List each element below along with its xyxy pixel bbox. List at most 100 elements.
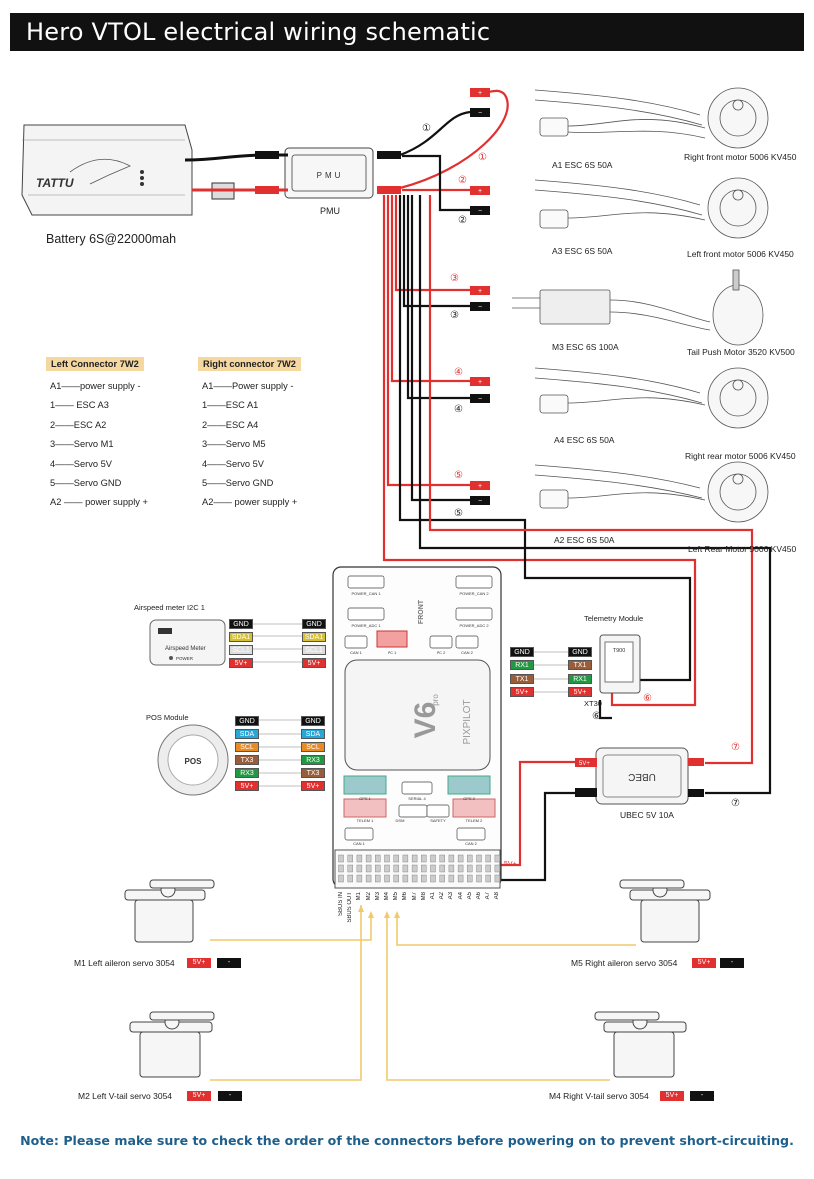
rail-pin: [421, 854, 427, 863]
fc-port-labels: POWER_CAN 1 POWER_CAN 2 POWER_ADC 1 POWE…: [350, 591, 489, 846]
rail-pin: [384, 874, 390, 883]
airspeed-pin-5v-l: 5V+: [229, 658, 253, 668]
circle-1a: ①: [422, 123, 431, 134]
rail-pin: [356, 874, 363, 883]
right-table-row: A2—— power supply +: [202, 497, 298, 508]
servo-label-m1: M1 Left aileron servo 3054: [74, 958, 175, 968]
telemetry-pin-r: TX1: [568, 660, 592, 670]
telemetry-pin-r: GND: [568, 647, 592, 657]
rail-pin: [393, 854, 399, 863]
esc-label-a3: A3 ESC 6S 50A: [552, 246, 613, 256]
pos-pin-l: GND: [235, 716, 259, 726]
motor-label-a4: Right rear motor 5006 KV450: [685, 451, 796, 461]
pos-pin-r: SCL: [301, 742, 325, 752]
rail-pin: [347, 874, 353, 883]
svg-text:+: +: [478, 188, 482, 195]
rail-pin: [356, 864, 363, 873]
esc-label-a1: A1 ESC 6S 50A: [552, 160, 613, 170]
right-connector-table: Right connector 7W2 A1——Power supply - 1…: [198, 357, 301, 513]
airspeed-pin-scl1-l: SCL1: [229, 645, 253, 655]
rail-pin: [476, 874, 482, 883]
pos-pin-l: SCL: [235, 742, 259, 752]
rail-pin: [338, 874, 344, 883]
telemetry-pin-l: GND: [510, 647, 534, 657]
pos-device: POS: [157, 724, 229, 796]
circle-2b: ②: [458, 215, 467, 226]
pos-pin-r: RX3: [301, 755, 325, 765]
airspeed-pin-scl1-r: SCL1: [302, 645, 326, 655]
circle-6a: ⑥: [643, 693, 652, 704]
servo-m2-5v: 5V+: [187, 1091, 211, 1101]
circle-3a: ③: [450, 273, 459, 284]
servo-m4-gnd: -: [690, 1091, 714, 1101]
svg-text:SAFETY: SAFETY: [430, 818, 446, 823]
rail-pin: [347, 854, 353, 863]
motor-label-a1: Right front motor 5006 KV450: [684, 152, 797, 162]
rail-pin: [430, 864, 436, 873]
esc-terminal-signs: +− +− +− +− +−: [478, 90, 482, 505]
pos-title: POS Module: [146, 713, 189, 722]
flight-controller: V6 pro PIXPILOT FRONT: [332, 566, 502, 889]
rail-pin: [467, 874, 473, 883]
esc-motor-drawings: [512, 87, 769, 523]
title-bar: Hero VTOL electrical wiring schematic: [10, 13, 804, 51]
rail-pin: [494, 864, 501, 873]
airspeed-pin-5v-r: 5V+: [302, 658, 326, 668]
pos-pin-r: 5V+: [301, 781, 325, 791]
airspeed-power-label: POWER: [176, 656, 194, 661]
pos-pin-l: RX3: [235, 768, 259, 778]
telemetry-pin-l: 5V+: [510, 687, 534, 697]
left-table-row: A2 —— power supply +: [50, 497, 148, 508]
circle-5b: ⑤: [454, 508, 463, 519]
battery: TATTU: [21, 124, 235, 216]
rail-pin: [457, 874, 464, 883]
rail-label: A1: [430, 892, 436, 900]
pos-pin-r: SDA: [301, 729, 325, 739]
left-connector-table: Left Connector 7W2 A1——power supply - 1—…: [46, 357, 148, 513]
esc-label-m3: M3 ESC 6S 100A: [552, 342, 619, 352]
pos-pin-l: 5V+: [235, 781, 259, 791]
servo-drawings: [124, 879, 711, 1078]
rail-pin: [485, 864, 491, 873]
svg-text:POWER_CAN 1: POWER_CAN 1: [351, 591, 381, 596]
telemetry-pin-l: RX1: [510, 660, 534, 670]
svg-text:SERIAL 4: SERIAL 4: [408, 796, 426, 801]
servo-m4-5v: 5V+: [660, 1091, 684, 1101]
right-table-header: Right connector 7W2: [198, 357, 301, 371]
telemetry-title: Telemetry Module: [584, 614, 644, 623]
fc-brand: PIXPILOT: [462, 699, 473, 744]
circle-3b: ③: [450, 310, 459, 321]
rail-pin: [375, 864, 381, 873]
svg-text:−: −: [478, 396, 482, 403]
rail-label: SBUS OUT: [347, 892, 354, 923]
ubec-device: UBEC: [575, 747, 704, 805]
rail-pin: [365, 854, 372, 863]
pmu: PMU: [284, 147, 374, 199]
rail-pin: [338, 854, 344, 863]
rail-pin: [402, 874, 409, 883]
circle-5a: ⑤: [454, 470, 463, 481]
rail-label: M8: [420, 892, 427, 901]
motor-label-a3: Left front motor 5006 KV450: [687, 249, 794, 259]
svg-text:−: −: [478, 498, 482, 505]
rail-label: M3: [374, 892, 381, 901]
airspeed-pin-gnd-l: GND: [229, 619, 253, 629]
left-table-row: 3——Servo M1: [50, 439, 114, 450]
right-table-row: 5——Servo GND: [202, 477, 274, 488]
rail-pin: [384, 864, 390, 873]
svg-text:GPS 1: GPS 1: [359, 796, 372, 801]
svg-text:+: +: [478, 288, 482, 295]
circle-2a: ②: [458, 175, 467, 186]
svg-text:+: +: [478, 90, 482, 97]
rail-label: A7: [485, 892, 492, 900]
telemetry-pin-r: 5V+: [568, 687, 592, 697]
airspeed-pin-gnd-r: GND: [302, 619, 326, 629]
rail-pin: [393, 864, 399, 873]
battery-brand: TATTU: [36, 176, 74, 190]
svg-text:POWER_ADC 1: POWER_ADC 1: [351, 623, 381, 628]
battery-label: Battery 6S@22000mah: [46, 232, 177, 246]
left-table-header: Left Connector 7W2: [46, 357, 144, 371]
rail-pin: [448, 874, 455, 883]
svg-text:−: −: [478, 208, 482, 215]
rail-label: SBUS IN: [338, 892, 344, 917]
